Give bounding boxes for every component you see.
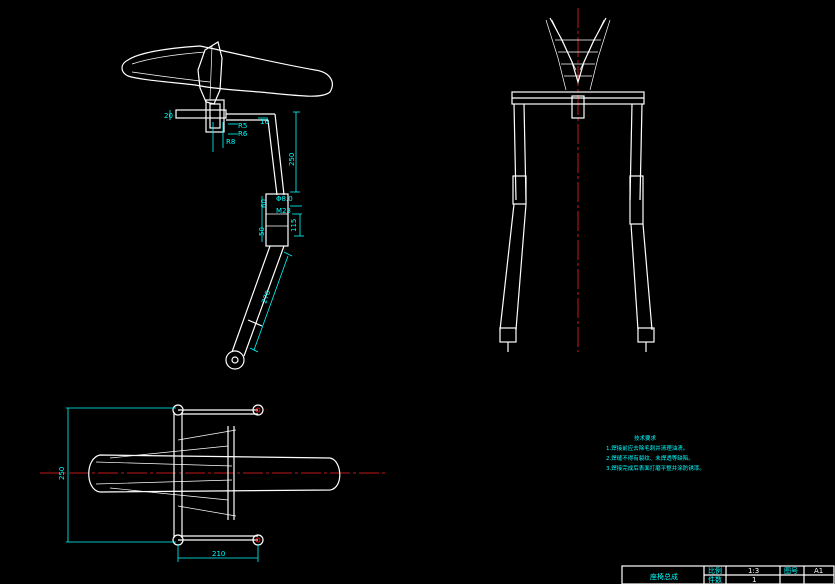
title-name: 座椅总成 xyxy=(650,572,678,581)
lower-leg xyxy=(231,245,271,353)
front-wheel-left xyxy=(499,327,517,343)
front-leg-left-outer xyxy=(513,103,517,201)
dim-115: 115 xyxy=(290,219,298,232)
front-leg-right-outer xyxy=(639,103,643,201)
top-seat-outline xyxy=(88,454,341,493)
seat-post xyxy=(274,113,285,196)
dim-r6: R6 xyxy=(238,130,248,138)
notes-title: 技术要求 xyxy=(634,434,657,442)
qty-label: 件数 xyxy=(708,575,722,584)
dim-vertical: 250 xyxy=(288,153,296,166)
technical-notes: 技术要求 1.焊接前应去除毛刺并清理油渍。 2.焊缝不得有裂纹、未焊透等缺陷。 … xyxy=(606,434,705,472)
title-block: 座椅总成 比例 1:3 件数 1 图号 A1 xyxy=(621,565,835,584)
top-dim-height: 250 xyxy=(58,467,66,480)
dim-m23: M23 xyxy=(276,207,291,215)
sleeve-block xyxy=(265,193,289,247)
top-view: 250 210 xyxy=(40,404,385,562)
dim-50: 50 xyxy=(258,227,266,236)
front-view xyxy=(499,8,655,352)
note-line-2: 2.焊缝不得有裂纹、未焊透等缺陷。 xyxy=(606,454,694,462)
scale-value: 1:3 xyxy=(748,567,759,575)
dim-r8: R8 xyxy=(226,138,235,146)
dim-left: 20 xyxy=(164,112,173,120)
seat-cushion xyxy=(121,45,333,97)
side-view: 20 R5 R6 R8 16 250 Φ8.0 60 M23 50 115 27… xyxy=(121,41,333,370)
scale-label: 比例 xyxy=(708,566,722,575)
note-line-1: 1.焊接前应去除毛刺并清理油渍。 xyxy=(606,444,688,452)
dim-top: 16 xyxy=(260,118,269,126)
caster-wheel xyxy=(225,350,245,370)
front-wheel-right xyxy=(637,327,655,343)
note-line-3: 3.焊接完成后表面打磨平整并涂防锈漆。 xyxy=(606,464,705,472)
seat-cushion-inner xyxy=(131,51,211,83)
dim-slant: 270 xyxy=(260,289,272,304)
dim-r5: R5 xyxy=(238,122,247,130)
qty-value: 1 xyxy=(752,576,756,584)
dim-60: 60 xyxy=(260,199,268,208)
top-dim-width: 210 xyxy=(212,550,225,558)
seat-clamp xyxy=(175,109,227,119)
sheet-value: A1 xyxy=(814,567,823,575)
dim-phi: Φ8.0 xyxy=(276,195,293,203)
sheet-label: 图号 xyxy=(784,567,798,575)
side-dimensions xyxy=(169,110,304,353)
